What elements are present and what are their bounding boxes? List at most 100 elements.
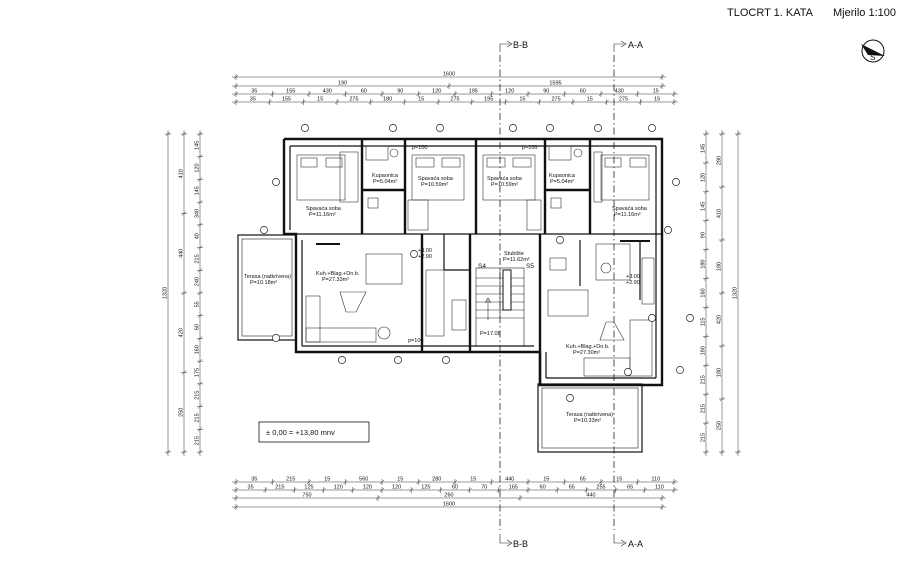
- svg-text:Kupaonica: Kupaonica: [549, 173, 576, 179]
- dim-bottom-row1: 35: [251, 477, 257, 483]
- grid-marker-circle: [301, 124, 309, 132]
- grid-marker-circle: [546, 124, 554, 132]
- dim-bottom-row1: 560: [359, 477, 368, 483]
- grid-marker-circle: [686, 314, 694, 322]
- dim-bottom-row2: 70: [481, 485, 487, 491]
- dim-left-mid: 420: [179, 328, 185, 337]
- dim-bottom-row2: 255: [596, 485, 605, 491]
- dim-left-inner: 145: [195, 141, 201, 150]
- svg-text:P=10.18m²: P=10.18m²: [250, 280, 277, 286]
- svg-text:B-B: B-B: [513, 40, 528, 50]
- dim-top-total: 1600: [443, 72, 455, 78]
- dim-bottom-row1: 15: [616, 477, 622, 483]
- plan-title: TLOCRT 1. KATA: [727, 7, 814, 19]
- dim-right-inner: 145: [701, 144, 707, 153]
- dim-top-row2: 1595: [549, 81, 561, 87]
- dim-right-inner: 215: [701, 433, 707, 442]
- svg-text:P=5.04m²: P=5.04m²: [373, 179, 397, 185]
- dim-right-inner: 215: [701, 375, 707, 384]
- dim-top-row3: 90: [543, 89, 549, 95]
- dim-bottom-row2: 120: [392, 485, 401, 491]
- dim-right-mid: 180: [717, 368, 723, 377]
- dim-bottom-row3: 750: [302, 493, 311, 499]
- svg-text:B-B: B-B: [513, 539, 528, 549]
- dim-left-mid: 250: [179, 408, 185, 417]
- dim-bottom-row2: 60: [540, 485, 546, 491]
- dim-top-row4: 155: [282, 97, 291, 103]
- dim-left-inner: 215: [195, 254, 201, 263]
- room-kitchen-1: Kuh.+Blag.+Dn.b. P=27.33m²: [316, 271, 360, 283]
- dim-left-inner: 215: [195, 413, 201, 422]
- grid-marker-circle: [664, 226, 672, 234]
- dim-bottom-row1: 215: [286, 477, 295, 483]
- dim-top-row3: 120: [432, 89, 441, 95]
- dim-left-inner: 240: [195, 277, 201, 286]
- room-bathroom-2: Kupaonica P=5.04m²: [549, 173, 576, 185]
- dim-left-inner: 175: [195, 368, 201, 377]
- grid-marker-circle: [648, 314, 656, 322]
- dim-bottom-row1: 110: [651, 477, 660, 483]
- dim-right-inner: 120: [701, 173, 707, 182]
- label-p100-c: p=100: [522, 145, 537, 151]
- room-bedroom-1: Spavaća soba P=11.16m²: [306, 206, 342, 218]
- svg-text:Kuh.+Blag.+Dn.b.: Kuh.+Blag.+Dn.b.: [316, 271, 360, 277]
- svg-text:P=11.16m²: P=11.16m²: [309, 212, 336, 218]
- dim-top-row3: 60: [580, 89, 586, 95]
- dim-bottom-row1: 15: [470, 477, 476, 483]
- dim-left-mid: 410: [179, 169, 185, 178]
- dim-right-mid: 250: [717, 421, 723, 430]
- grid-marker-circle: [556, 236, 564, 244]
- dim-bottom-row2: 120: [363, 485, 372, 491]
- dim-top-row3: 90: [397, 89, 403, 95]
- dim-left-inner: 55: [195, 301, 201, 307]
- label-p100-b: p=100: [408, 338, 423, 344]
- level-mark-2b: +2.90: [626, 280, 640, 286]
- terrace-left-outline: [237, 234, 297, 341]
- dim-bottom-total: 1600: [443, 502, 455, 508]
- grid-marker-circle: [410, 250, 418, 258]
- svg-text:Spavaća soba: Spavaća soba: [306, 206, 342, 212]
- svg-text:P=10.59m²: P=10.59m²: [491, 182, 518, 188]
- svg-text:Spavaća soba: Spavaća soba: [612, 206, 648, 212]
- room-terrace-2: Terasa (natkrivena) P=10.33m²: [566, 412, 613, 424]
- dim-top-row4: 15: [587, 97, 593, 103]
- dim-bottom-row3: 440: [586, 493, 595, 499]
- grid-marker-circle: [389, 124, 397, 132]
- svg-text:P=27.33m²: P=27.33m²: [322, 277, 349, 283]
- dim-right-inner: 90: [701, 232, 707, 238]
- room-bathroom-1: Kupaonica P=5.04m²: [372, 173, 399, 185]
- dim-top-row3: 15: [653, 89, 659, 95]
- svg-text:P=10.59m²: P=10.59m²: [421, 182, 448, 188]
- svg-text:Terasa (natkrivena): Terasa (natkrivena): [244, 274, 291, 280]
- grid-marker-circle: [272, 178, 280, 186]
- svg-text:P=11.16m²: P=11.16m²: [614, 212, 641, 218]
- dim-top-row4: 15: [519, 97, 525, 103]
- room-kitchen-2: Kuh.+Blag.+Dn.b. P=27.30m²: [566, 344, 610, 356]
- grid-marker-circle: [442, 356, 450, 364]
- grid-marker-circle: [648, 124, 656, 132]
- dim-top-row3: 430: [323, 89, 332, 95]
- dim-top-row4: 275: [619, 97, 628, 103]
- plan-scale: Mjerilo 1:100: [833, 7, 896, 19]
- dim-bottom-row2: 65: [627, 485, 633, 491]
- dim-top-row4: 15: [418, 97, 424, 103]
- room-staircase: Stubište P=11.62m² P=17.08: [480, 251, 530, 337]
- dim-bottom-row2: 120: [334, 485, 343, 491]
- dim-top-row3: 120: [505, 89, 514, 95]
- svg-text:Kupaonica: Kupaonica: [372, 173, 399, 179]
- dim-bottom-row1: 65: [580, 477, 586, 483]
- dim-top-row3: 155: [286, 89, 295, 95]
- grid-marker-circle: [272, 334, 280, 342]
- right-dimension-chains: 1320280410180420180250145120145901801601…: [701, 130, 741, 456]
- dim-left-inner: 215: [195, 436, 201, 445]
- svg-text:S: S: [870, 53, 875, 62]
- room-bedroom-3: Spavaća soba P=10.59m²: [487, 176, 523, 188]
- dim-right-mid: 420: [717, 315, 723, 324]
- dim-top-row3: 35: [251, 89, 257, 95]
- dim-top-row4: 275: [551, 97, 560, 103]
- svg-text:P=11.62m²: P=11.62m²: [503, 257, 530, 263]
- svg-text:A-A: A-A: [628, 40, 643, 50]
- dim-top-row4: 180: [383, 97, 392, 103]
- grid-marker-circle: [566, 394, 574, 402]
